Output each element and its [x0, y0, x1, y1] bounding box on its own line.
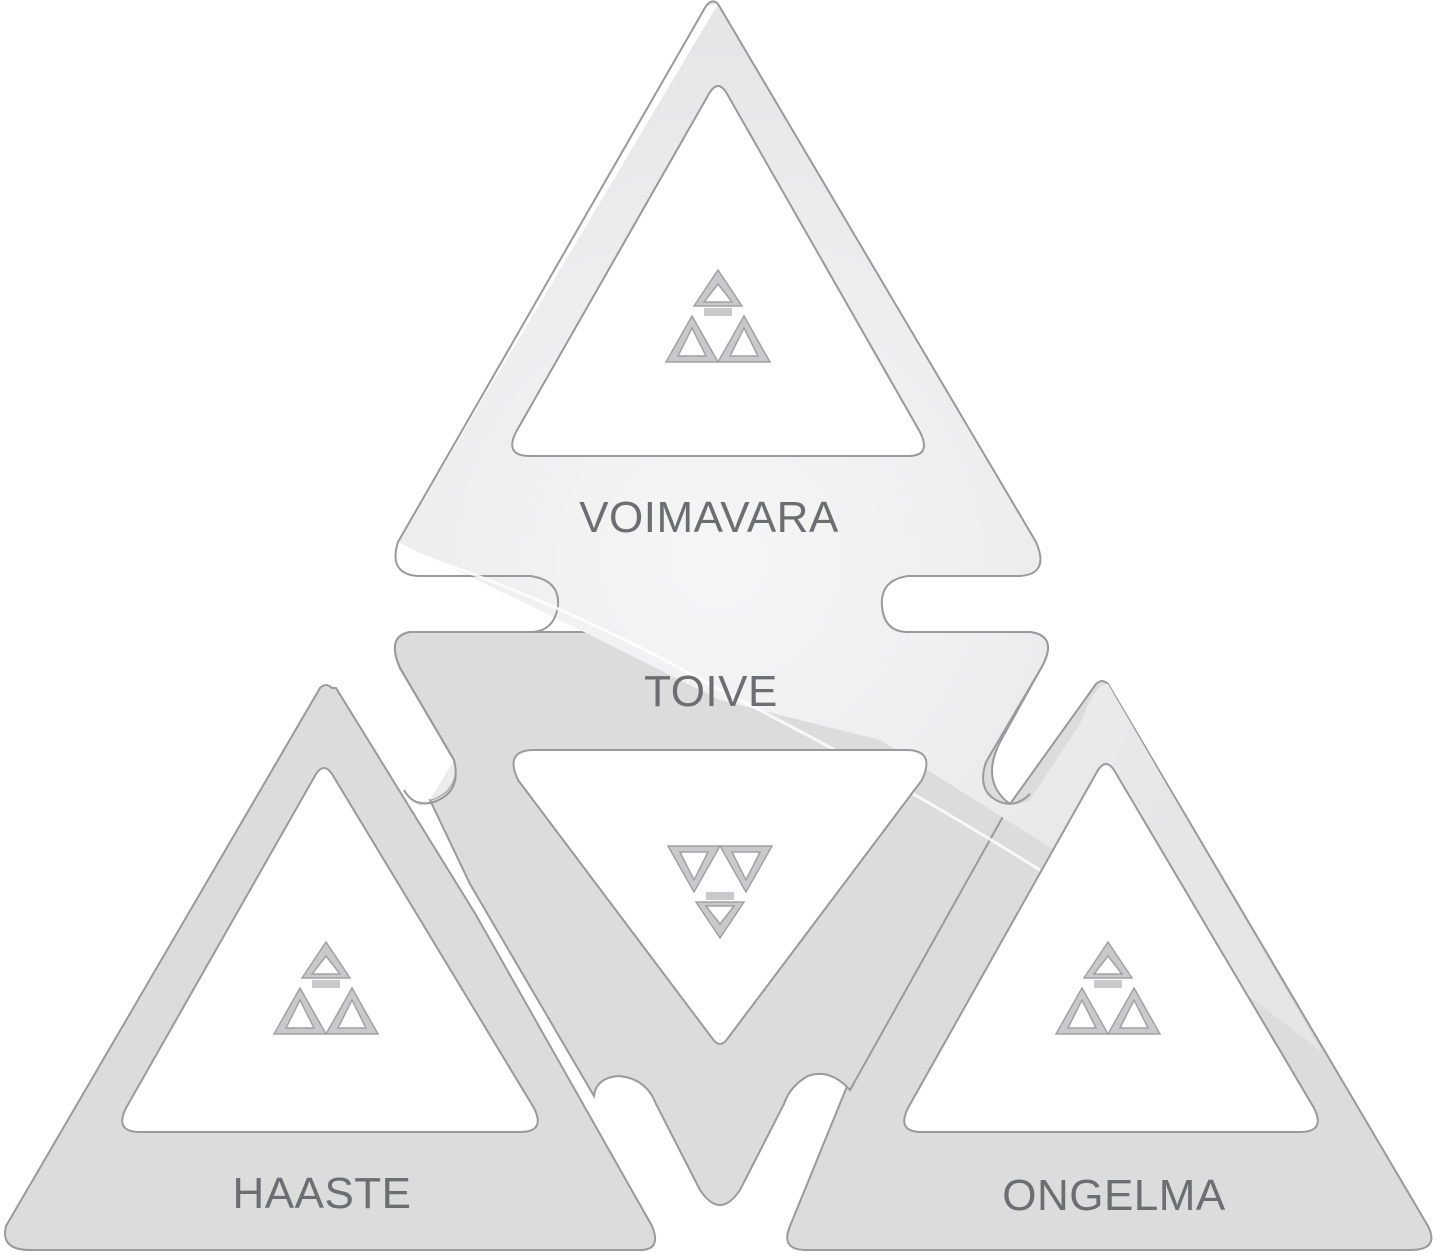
voimavara-outline: [393, 0, 1049, 805]
label-haaste: HAASTE: [232, 1169, 411, 1218]
label-voimavara: VOIMAVARA: [579, 493, 839, 542]
logo-icon-toive: [666, 845, 774, 940]
label-toive: TOIVE: [644, 667, 778, 716]
label-ongelma: ONGELMA: [1002, 1171, 1226, 1220]
logo-icon-ongelma: [1054, 940, 1162, 1035]
gloss-highlight: [397, 546, 1041, 872]
logo-icon-haaste: [272, 940, 380, 1035]
logo-icon-voimavara: [664, 268, 772, 363]
